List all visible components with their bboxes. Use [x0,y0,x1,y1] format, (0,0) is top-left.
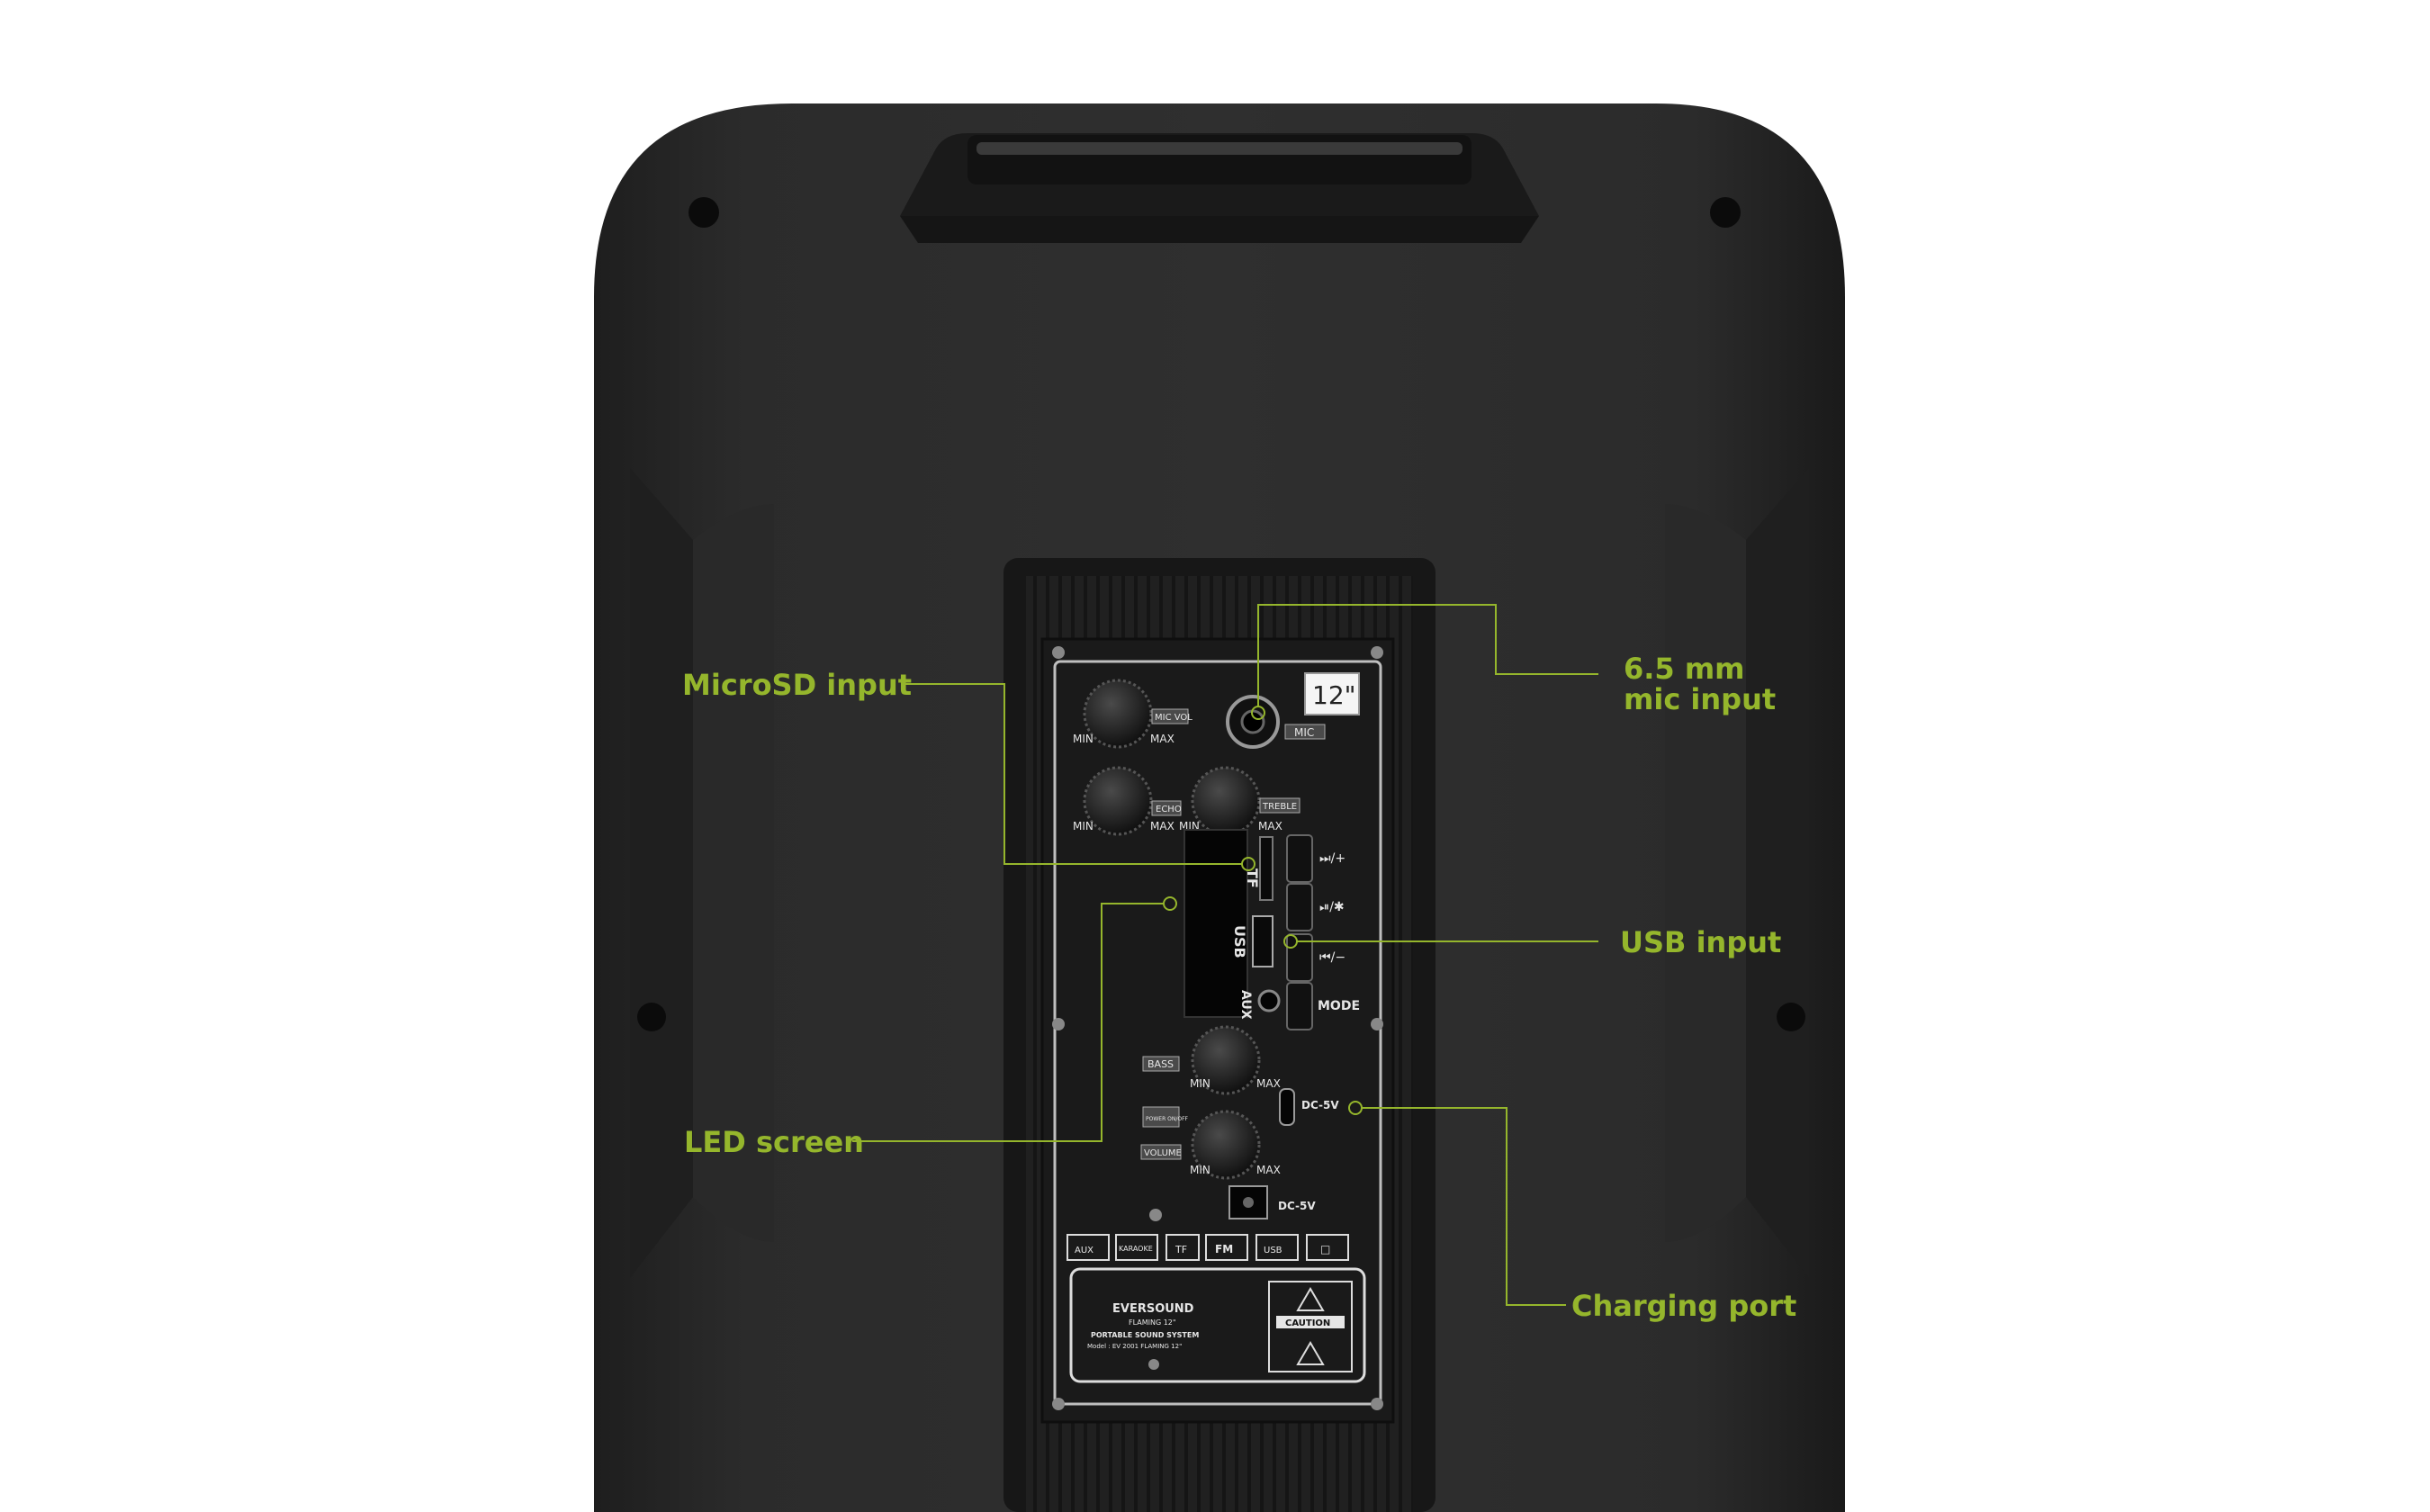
mic-volume-knob[interactable]: MIN MAX MIC VOL [1073,679,1192,749]
play-pause-button[interactable]: ⏯/✱ [1286,883,1345,932]
leader-charging [1361,1107,1566,1306]
callout-mic-line1: 6.5 mm [1624,652,1745,686]
mode-button[interactable]: MODE [1286,982,1360,1030]
screw-hole-top-right [1710,197,1741,228]
knob-min-label: MIN [1073,733,1094,745]
size-badge-text: 12" [1312,680,1356,710]
knob-min-label: MIN [1190,1164,1210,1176]
leader-microsd [905,683,1243,865]
brand-sub: FLAMING 12" [1129,1318,1176,1327]
callout-mic-line2: mic input [1624,682,1777,716]
knob-max-label: MAX [1258,820,1282,832]
next-button[interactable]: ⏭/+ [1286,834,1346,883]
size-badge: 12" [1304,672,1360,716]
screw-hole-top-left [688,197,719,228]
callout-microsd-input: MicroSD input [682,668,913,702]
screw-hole-mid-right [1777,1003,1805,1031]
callout-led-screen: LED screen [684,1125,864,1159]
badge-karaoke: KARAOKE [1119,1245,1153,1253]
leader-mic [1257,604,1598,707]
callout-charging-port: Charging port [1571,1289,1797,1323]
prev-button-label: ⏮/− [1319,950,1346,965]
aux-port[interactable]: AUX [1238,989,1281,1020]
microsd-slot[interactable]: TF [1244,836,1274,901]
knob-max-label: MAX [1150,733,1174,745]
badge-aux: AUX [1075,1246,1094,1256]
bass-label: BASS [1148,1058,1174,1070]
volume-label: VOLUME [1144,1148,1182,1158]
model-line: Model : EV 2001 FLAMING 12" [1087,1343,1182,1350]
dc-power-jack[interactable]: DC-5V [1228,1185,1316,1220]
carry-handle [900,133,1539,243]
previous-button[interactable]: ⏮/− [1286,933,1346,982]
caution-label: CAUTION [1285,1318,1330,1328]
play-button-label: ⏯/✱ [1319,900,1345,914]
charging-port[interactable]: DC-5V [1279,1088,1339,1126]
treble-label: TREBLE [1262,802,1297,812]
tf-label: TF [1244,868,1261,888]
volume-knob[interactable]: VOLUME MIN MAX [1140,1110,1281,1180]
knob-max-label: MAX [1150,820,1174,832]
mic-vol-label: MIC VOL [1155,713,1192,723]
badge-usb: USB [1264,1246,1282,1256]
badge-tf: TF [1174,1244,1187,1256]
knob-max-label: MAX [1256,1077,1281,1090]
usb-label: USB [1231,925,1248,958]
mode-button-label: MODE [1318,999,1360,1013]
led-screen [1184,829,1248,1018]
leader-led [852,903,1165,1142]
echo-knob[interactable]: MIN MAX ECHO [1073,766,1182,836]
power-label: POWER ON/OFF [1146,1116,1189,1122]
leader-lines [852,604,1598,1306]
dc-label-2: DC-5V [1278,1200,1316,1212]
next-button-label: ⏭/+ [1319,851,1346,866]
callout-usb-input: USB input [1620,925,1782,959]
knob-min-label: MIN [1190,1077,1210,1090]
info-plate: EVERSOUND FLAMING 12" PORTABLE SOUND SYS… [1069,1267,1366,1383]
brand-name: EVERSOUND [1112,1302,1194,1316]
echo-label: ECHO [1156,805,1182,814]
treble-knob[interactable]: MIN MAX TREBLE [1179,766,1300,836]
function-badges: AUX KARAOKE TF FM USB □ [1066,1234,1349,1261]
screw-hole-mid-left [637,1003,666,1031]
knob-min-label: MIN [1073,820,1094,832]
aux-label: AUX [1238,990,1253,1020]
badge-box: □ [1320,1243,1330,1256]
badge-fm: FM [1215,1243,1233,1256]
power-switch-label: POWER ON/OFF [1142,1106,1189,1128]
mic-jack[interactable]: MIC [1226,695,1326,749]
dc-label-1: DC-5V [1301,1099,1339,1112]
product-line: PORTABLE SOUND SYSTEM [1091,1331,1199,1339]
callout-mic-input: 6.5 mm mic input [1624,653,1776,715]
knob-max-label: MAX [1256,1164,1281,1176]
bass-knob[interactable]: BASS MIN MAX [1142,1025,1281,1095]
control-panel: MIN MAX MIC VOL MIN MAX ECHO MIN MAX TRE… [1004,558,1436,1512]
usb-port[interactable]: USB [1231,915,1274,968]
mic-tag: MIC [1294,726,1314,739]
